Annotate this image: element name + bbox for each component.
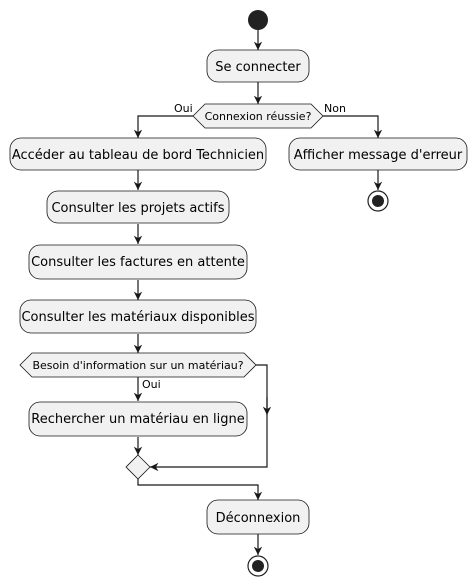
decision-login-success: Connexion réussie? — [192, 103, 324, 129]
activity-search: Rechercher un matériau en ligne — [28, 401, 248, 437]
activity-projects-label: Consulter les projets actifs — [51, 201, 224, 216]
activity-logout: Déconnexion — [206, 499, 310, 535]
branch-yes-info-label: Oui — [142, 378, 161, 391]
activity-materials-label: Consulter les matériaux disponibles — [21, 310, 254, 325]
activity-login-label: Se connecter — [215, 60, 301, 75]
decision-need-info: Besoin d'information sur un matériau? — [19, 352, 257, 378]
start-node — [248, 10, 268, 30]
stop-node-end — [247, 555, 269, 577]
activity-error-label: Afficher message d'erreur — [294, 148, 463, 163]
decision-login-success-label: Connexion réussie? — [205, 110, 312, 123]
branch-no-label: Non — [324, 102, 346, 115]
activity-projects: Consulter les projets actifs — [46, 190, 230, 224]
merge-node — [125, 454, 151, 480]
branch-yes-label: Oui — [174, 102, 193, 115]
activity-logout-label: Déconnexion — [216, 511, 301, 526]
activity-invoices-label: Consulter les factures en attente — [31, 255, 245, 270]
activity-error: Afficher message d'erreur — [288, 137, 468, 171]
activity-materials: Consulter les matériaux disponibles — [19, 299, 257, 334]
decision-need-info-label: Besoin d'information sur un matériau? — [32, 359, 243, 372]
activity-dashboard: Accéder au tableau de bord Technicien — [9, 137, 267, 171]
activity-invoices: Consulter les factures en attente — [28, 244, 248, 280]
activity-search-label: Rechercher un matériau en ligne — [31, 412, 244, 427]
stop-node-error — [367, 190, 389, 212]
activity-login: Se connecter — [206, 49, 310, 83]
flow-edges — [133, 30, 383, 555]
activity-dashboard-label: Accéder au tableau de bord Technicien — [12, 148, 264, 163]
